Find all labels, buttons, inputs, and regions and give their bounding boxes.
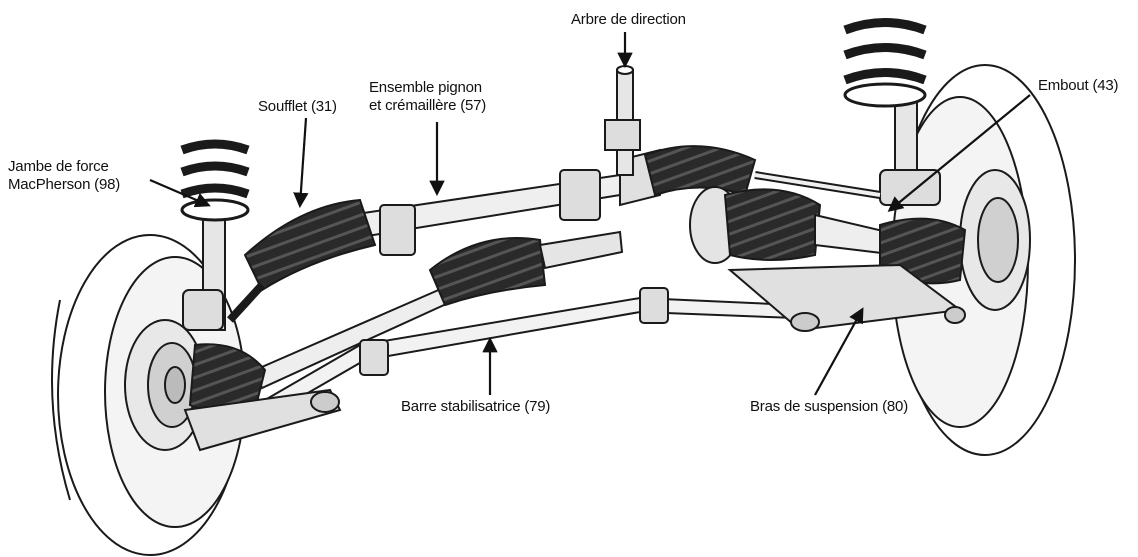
label-boot: Soufflet (31) [258,98,337,116]
label-rack-assembly: Ensemble pignon et crémaillère (57) [369,79,486,115]
left-tie-rod [230,285,262,320]
rack-boot-left [245,200,375,290]
right-hub [960,170,1030,310]
label-macpherson-strut: Jambe de force MacPherson (98) [8,158,120,194]
label-tie-rod-end: Embout (43) [1038,77,1118,95]
label-stabilizer-bar: Barre stabilisatrice (79) [401,398,550,416]
label-control-arm: Bras de suspension (80) [750,398,908,416]
rack-boot-right [645,146,755,195]
left-strut [182,144,248,330]
label-steering-shaft: Arbre de direction [571,11,686,29]
arrow-boot [300,118,306,205]
